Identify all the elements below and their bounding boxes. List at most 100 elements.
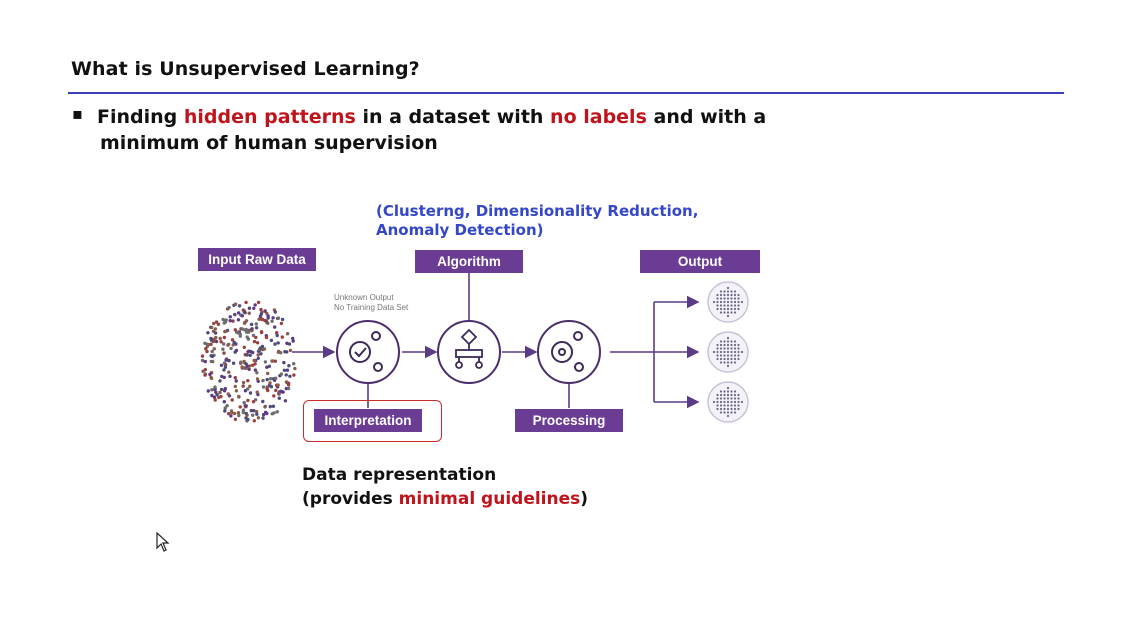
representation-line2: (provides minimal guidelines) — [302, 487, 588, 511]
output-cluster-point — [733, 304, 737, 307]
output-cluster-point — [733, 407, 737, 411]
raw-data-point — [228, 374, 232, 378]
output-cluster-point — [730, 343, 733, 347]
gears-icon — [551, 331, 584, 372]
output-cluster-point — [712, 300, 716, 304]
output-cluster-point — [723, 357, 726, 361]
raw-data-point — [273, 342, 277, 346]
output-cluster-point — [737, 297, 740, 300]
output-cluster-point — [726, 343, 730, 347]
raw-data-point — [288, 374, 292, 378]
raw-data-point — [203, 373, 207, 377]
output-cluster-point — [730, 361, 733, 364]
output-cluster-point — [730, 390, 733, 393]
raw-data-point — [256, 353, 260, 357]
raw-data-point — [279, 372, 284, 376]
output-cluster-point — [716, 393, 719, 397]
raw-data-point — [280, 390, 284, 394]
output-cluster-point — [723, 340, 726, 343]
output-cluster-point — [716, 307, 719, 311]
output-cluster-point — [733, 361, 737, 364]
output-cluster-point — [737, 357, 740, 361]
raw-data-point — [252, 409, 256, 413]
raw-data-point — [242, 359, 246, 364]
raw-data-point — [280, 317, 285, 322]
raw-data-point — [200, 354, 205, 358]
raw-data-point — [250, 327, 254, 331]
output-cluster-point — [726, 350, 730, 354]
raw-data-point — [254, 326, 259, 330]
raw-data-point — [265, 311, 269, 316]
raw-data-point — [287, 364, 291, 368]
raw-data-point — [285, 368, 290, 372]
output-cluster-point — [719, 393, 723, 397]
raw-data-point — [209, 338, 214, 342]
raw-data-point — [209, 375, 213, 380]
flowchart-icon — [455, 328, 483, 369]
tag-output: Output — [640, 250, 760, 273]
raw-data-point — [259, 330, 264, 335]
raw-data-point — [248, 384, 252, 388]
bullet-highlight-no-labels: no labels — [550, 106, 647, 128]
raw-data-point — [210, 393, 214, 398]
raw-data-point — [244, 411, 248, 416]
raw-data-point — [247, 311, 251, 315]
raw-data-point — [232, 340, 236, 344]
title-divider — [68, 92, 1064, 94]
raw-data-point — [206, 389, 210, 393]
raw-data-point — [267, 364, 272, 368]
output-cluster-point — [716, 297, 719, 300]
output-cluster-point — [726, 390, 730, 393]
raw-data-point — [219, 387, 224, 392]
raw-data-point — [238, 405, 242, 409]
raw-data-point — [223, 365, 228, 369]
output-cluster-point — [726, 397, 730, 400]
slide-title: What is Unsupervised Learning? — [71, 58, 420, 80]
raw-data-point — [238, 332, 242, 337]
raw-data-point — [253, 368, 258, 372]
output-cluster-point — [723, 400, 726, 404]
output-cluster-point — [716, 343, 719, 347]
raw-data-point — [240, 314, 244, 318]
output-cluster-point — [726, 354, 730, 357]
raw-data-point — [222, 335, 227, 340]
unknown-note-line1: Unknown Output — [334, 293, 394, 302]
raw-data-point — [246, 417, 250, 422]
tag-input-raw-data: Input Raw Data — [198, 248, 316, 271]
output-cluster-point — [723, 347, 726, 350]
rep-prefix: (provides — [302, 489, 399, 509]
output-cluster-point — [712, 400, 716, 404]
output-cluster-point — [737, 350, 740, 354]
raw-data-point — [231, 343, 235, 347]
raw-data-point — [280, 335, 284, 339]
raw-data-point — [231, 361, 236, 365]
output-cluster-point — [719, 343, 723, 347]
raw-data-point — [234, 389, 239, 393]
output-cluster-point — [726, 404, 730, 407]
bullet-marker: ▪ — [72, 104, 83, 123]
output-cluster-point — [719, 354, 723, 357]
algorithm-note: (Clusterng, Dimensionality Reduction, An… — [376, 202, 698, 240]
raw-data-point — [258, 314, 263, 318]
raw-data-point — [259, 352, 263, 356]
raw-data-point — [250, 363, 255, 367]
raw-data-point — [277, 396, 281, 400]
output-cluster-point — [723, 343, 726, 347]
raw-data-point — [227, 370, 231, 374]
raw-data-point — [271, 404, 276, 408]
raw-data-point — [241, 408, 246, 412]
raw-data-point — [272, 394, 276, 398]
raw-data-point — [222, 361, 227, 365]
algorithm-node — [437, 320, 501, 384]
output-cluster-point — [723, 293, 726, 297]
raw-data-point — [222, 351, 226, 355]
raw-data-point — [275, 331, 279, 335]
output-cluster-point — [737, 304, 740, 307]
raw-data-point — [266, 321, 270, 325]
output-cluster-point — [726, 286, 730, 290]
output-cluster-point — [730, 397, 733, 400]
raw-data-point — [241, 384, 245, 388]
output-cluster-point — [719, 311, 723, 314]
output-cluster-point — [733, 300, 737, 304]
raw-data-point — [204, 347, 208, 351]
